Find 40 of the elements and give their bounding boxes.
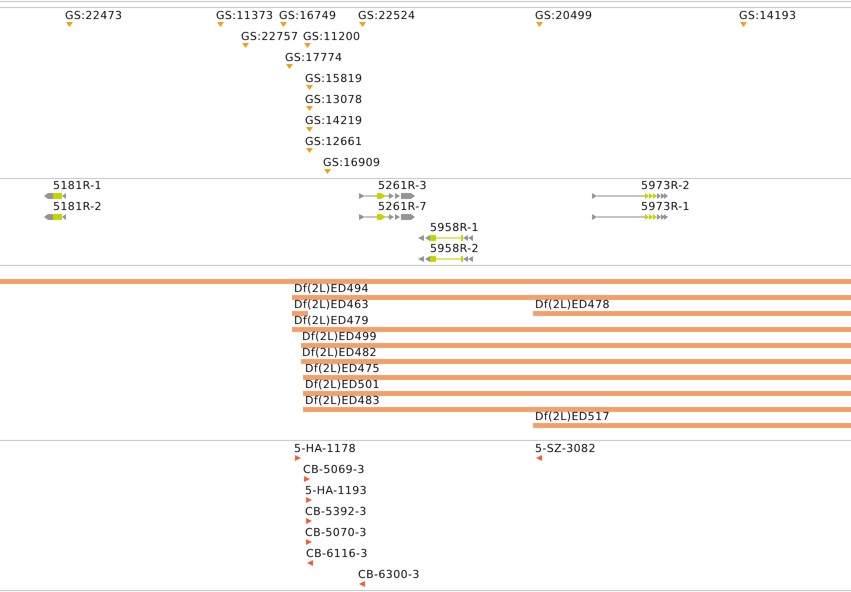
feature-label: GS:22757 [241,31,298,43]
feature-label: Df(2L)ED494 [294,283,369,295]
feature-label: CB-5070-3 [305,527,367,539]
feature-label: Df(2L)ED478 [535,299,610,311]
feature-label: Df(2L)ED479 [294,315,369,327]
feature-label: GS:11200 [303,31,360,43]
feature-label: 5958R-1 [430,222,479,234]
feature-label: GS:14219 [305,115,362,127]
feature-label: 5958R-2 [430,243,479,255]
feature-label: CB-6116-3 [306,548,368,560]
feature-label: CB-5069-3 [303,464,365,476]
feature-label: Df(2L)ED499 [302,331,377,343]
feature-label: 5973R-2 [641,180,690,192]
feature-label: GS:16909 [323,157,380,169]
feature-label: 5973R-1 [641,201,690,213]
feature-label: GS:22473 [65,10,122,22]
feature-label: Df(2L)ED482 [302,347,377,359]
feature-label: GS:15819 [305,73,362,85]
feature-label: GS:16749 [279,10,336,22]
feature-label: 5261R-3 [378,180,427,192]
feature-label: Df(2L)ED463 [294,299,369,311]
feature-label: 5181R-2 [53,201,102,213]
feature-label: Df(2L)ED483 [305,395,380,407]
feature-label: GS:11373 [216,10,274,22]
feature-label: GS:20499 [535,10,592,22]
feature-label: 5-SZ-3082 [535,443,596,455]
feature-label: GS:22524 [358,10,416,22]
feature-label: CB-5392-3 [305,506,367,518]
feature-label: GS:13078 [305,94,362,106]
feature-label: GS:12661 [305,136,362,148]
feature-label: GS:17774 [285,52,342,64]
feature-label: Df(2L)ED475 [305,363,380,375]
feature-label: CB-6300-3 [358,569,420,581]
feature-label: 5181R-1 [53,180,102,192]
feature-label: Df(2L)ED517 [535,411,610,423]
feature-label: Df(2L)ED501 [305,379,380,391]
feature-label: 5261R-7 [378,201,427,213]
feature-label: GS:14193 [739,10,796,22]
feature-label: 5-HA-1178 [294,443,356,455]
feature-label: 5-HA-1193 [305,485,368,497]
